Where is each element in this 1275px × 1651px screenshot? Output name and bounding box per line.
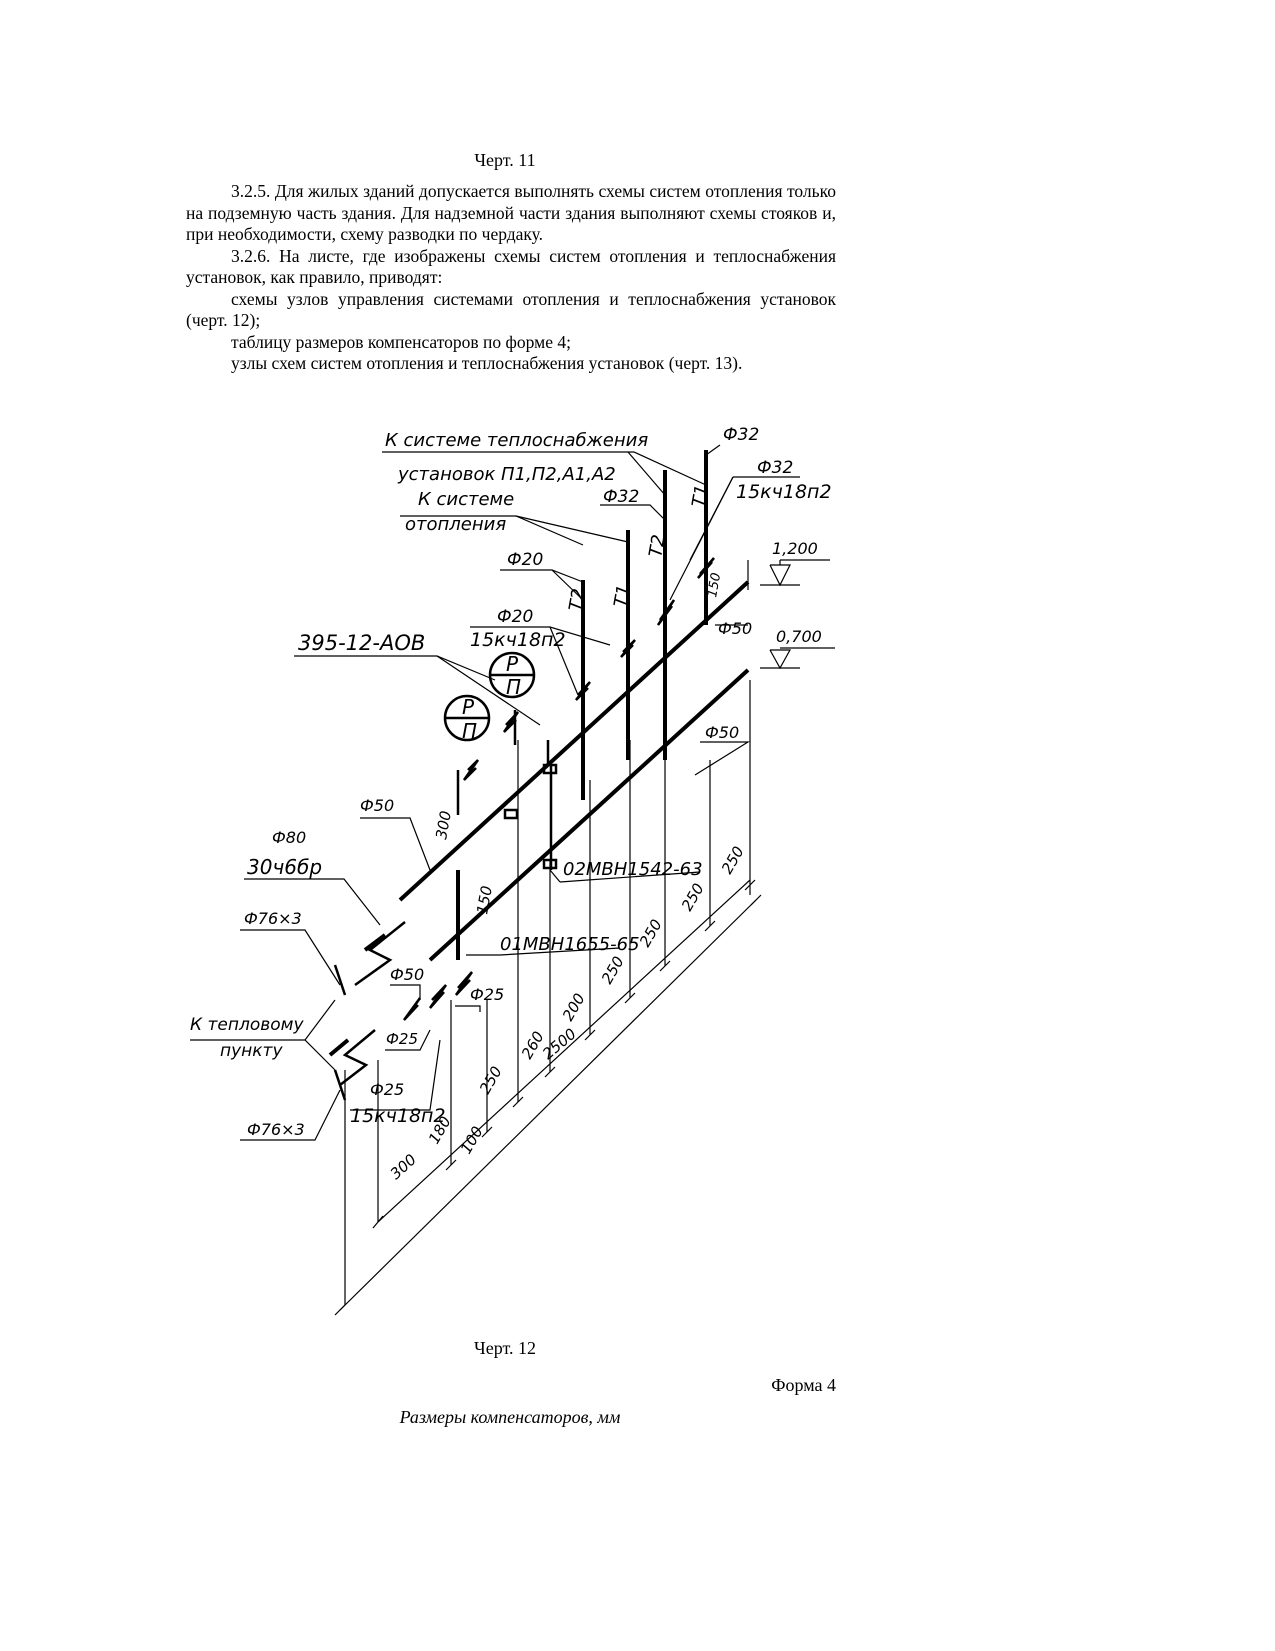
gauge-left-bottom-text: П [462,719,477,743]
supply-main-pipe [398,580,750,902]
label-dia76-upper: Ф76×3 [244,909,302,928]
label-thermometer-02mvn: 02МВН1542-63 [563,859,703,880]
label-dia80: Ф80 [272,828,306,847]
label-dia20-lower: Ф20 [497,607,533,627]
dim-250-a: 250 [476,1063,506,1097]
label-ref-395-12-aov: 395-12-АОВ [298,631,425,655]
list-item-compensator-table: таблицу размеров компенсаторов по форме … [231,331,571,352]
dim-200: 200 [559,990,589,1024]
label-to-heat-point-line1: К тепловому [190,1015,304,1035]
label-pipe-t1-a: Т1 [610,583,635,609]
label-elevation-0700: 0,700 [776,627,822,646]
dim-250-b: 250 [598,953,628,987]
label-dia76-lower: Ф76×3 [247,1120,305,1139]
dim-250-e: 250 [718,843,748,877]
label-valve-30ch6br: 30ч6бр [247,855,322,879]
label-dia25-right: Ф25 [470,985,504,1004]
dim-300-bottom: 300 [387,1150,420,1183]
label-pipe-t1-b: Т1 [688,483,713,509]
label-pipe-t2-b: Т2 [645,533,670,559]
label-valve-15kch18p2-top: 15кч18п2 [736,481,832,503]
label-heating-line2: отопления [405,514,506,535]
label-elevation-1200: 1,200 [772,539,818,558]
drawing-caption-11: Черт. 11 [474,150,536,170]
label-dia50-left: Ф50 [360,796,394,815]
label-dia25-bottom: Ф25 [370,1080,404,1099]
dim-line-lower [339,899,757,1311]
dim-250-d: 250 [678,880,708,914]
drawing-caption-12: Черт. 12 [474,1338,536,1358]
gauge-right-bottom-text: П [506,675,521,699]
paragraph-3-2-6: 3.2.6. На листе, где изображены схемы си… [186,245,836,288]
dim-100: 100 [457,1123,487,1157]
label-thermometer-01mvn: 01МВН1655-65 [500,934,640,955]
dim-2500: 2500 [539,1025,580,1063]
gauge-right-top-text: Р [506,652,519,676]
label-heating-line1: К системе [418,489,514,510]
label-dia25-center: Ф25 [386,1030,418,1048]
list-item-scheme-nodes: узлы схем систем отопления и теплоснабже… [231,353,743,373]
label-dia50-lower-right: Ф50 [705,723,739,742]
label-dia50-bottom: Ф50 [390,965,424,984]
label-valve-15kch18p2-middle: 15кч18п2 [470,629,566,651]
label-to-heat-point-line2: пункту [220,1041,283,1061]
label-dia32-top: Ф32 [723,425,759,445]
label-pipe-t2-a: Т2 [565,587,590,613]
inlet-valve-upper [354,921,406,987]
label-dia32-middle: Ф32 [603,487,639,507]
list-item-control-nodes: схемы узлов управления системами отоплен… [186,288,836,331]
dim-250-c: 250 [636,916,666,950]
label-dia20-upper: Ф20 [507,550,543,570]
table-title: Размеры компенсаторов, мм [399,1407,621,1427]
dim-line-upper [377,879,751,1223]
return-main-pipe [428,668,750,962]
label-valve-15kch18p2-bottom: 15кч18п2 [350,1105,446,1127]
inlet-valve-lower [339,1029,376,1086]
label-dia50-upper-right: Ф50 [718,619,752,638]
label-dia32-right: Ф32 [757,458,793,478]
body-text: 3.2.5. Для жилых зданий допускается выпо… [186,181,836,375]
gauge-left-top-text: Р [462,695,475,719]
dim-300-vertical: 300 [432,809,455,840]
label-heat-supply-line1: К системе теплоснабжения [385,430,648,451]
dim-150-upper: 150 [705,572,724,599]
form-label: Форма 4 [771,1375,836,1395]
label-heat-supply-line2: установок П1,П2,А1,А2 [397,464,616,485]
dim-150-vertical: 150 [473,884,496,915]
paragraph-3-2-5: 3.2.5. Для жилых зданий допускается выпо… [186,181,836,244]
